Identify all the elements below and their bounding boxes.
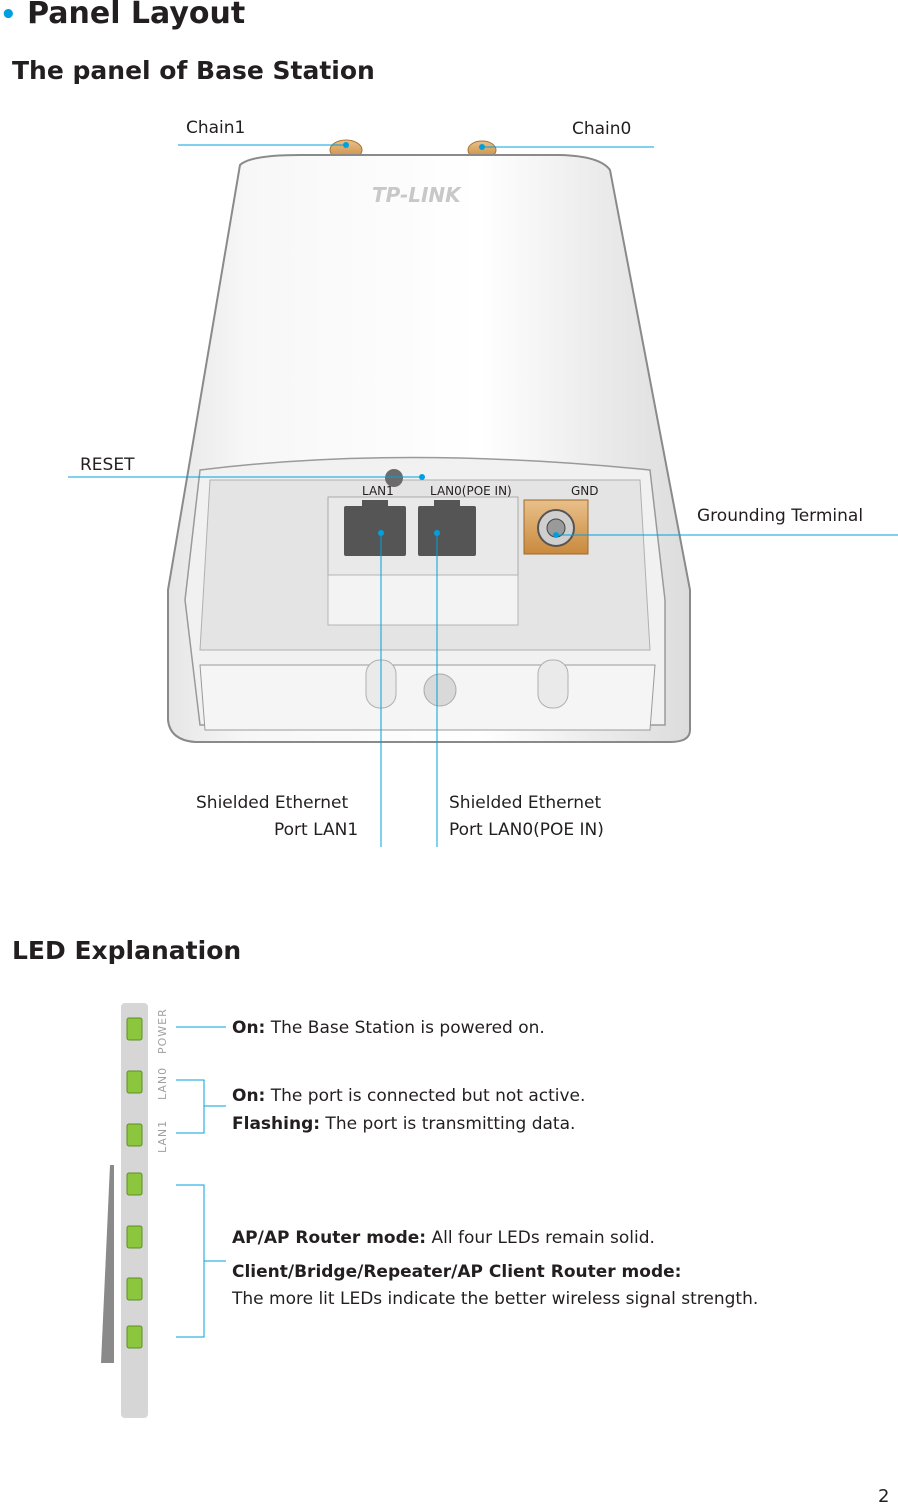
cover-slot-right [537,659,569,709]
led-lights [126,1017,143,1349]
cable-channel [327,574,519,626]
led-power [126,1017,143,1041]
callout-dots [343,142,559,538]
callout-reset: RESET [80,455,135,475]
brand-logo: TP-LINK [372,183,461,207]
led-name-power: POWER [156,1008,169,1054]
callout-chain1: Chain1 [186,118,246,138]
signal-client-label: Client/Bridge/Repeater/AP Client Router … [232,1262,682,1282]
signal-ap-label: AP/AP Router mode: [232,1228,427,1248]
led-lan0 [126,1070,143,1094]
base-station-illustration [68,139,898,847]
led-signal-ap-description: AP/AP Router mode: All four LEDs remain … [232,1228,655,1248]
lan-flash-text: The port is transmitting data. [320,1114,576,1134]
port-label-lan1: LAN1 [362,484,394,498]
led-power-description: On: The Base Station is powered on. [232,1018,545,1038]
page-title-text: Panel Layout [27,0,246,31]
power-on-label: On: [232,1018,266,1038]
led-strip-side [101,1165,114,1363]
led-signal-4 [126,1325,143,1349]
led-lan1 [126,1123,143,1147]
led-signal-3 [126,1277,143,1301]
cover-hole [423,673,457,707]
callout-lan1-line2: Port LAN1 [274,820,359,840]
led-lan-on-description: On: The port is connected but not active… [232,1086,585,1106]
ethernet-port-lan1 [344,500,406,556]
power-on-text: The Base Station is powered on. [265,1018,545,1038]
reset-hole [385,469,403,487]
ethernet-port-lan0 [418,500,476,556]
lan-on-text: The port is connected but not active. [265,1086,586,1106]
grounding-terminal [523,499,589,555]
bullet-icon: • [0,0,17,30]
callout-grounding: Grounding Terminal [697,506,864,526]
led-signal-1 [126,1172,143,1196]
callout-lan0-line2: Port LAN0(POE IN) [449,820,604,840]
led-name-lan0: LAN0 [156,1066,169,1100]
port-label-gnd: GND [571,484,599,498]
led-signal-client-label: Client/Bridge/Repeater/AP Client Router … [232,1262,681,1282]
lan-flash-label: Flashing: [232,1114,321,1134]
led-signal-2 [126,1225,143,1249]
callout-lan1-line1: Shielded Ethernet [196,793,349,813]
led-name-lan1: LAN1 [156,1119,169,1153]
callout-lan0-line1: Shielded Ethernet [449,793,602,813]
led-strip [121,1003,148,1418]
port-label-lan0: LAN0(POE IN) [430,484,512,498]
callout-lines [68,144,898,847]
panel-heading: The panel of Base Station [12,56,375,85]
page-number: 2 [878,1486,890,1507]
led-lan-flash-description: Flashing: The port is transmitting data. [232,1114,575,1134]
led-heading: LED Explanation [12,936,242,965]
led-signal-client-description: The more lit LEDs indicate the better wi… [232,1289,759,1309]
signal-ap-text: All four LEDs remain solid. [426,1228,655,1248]
lan-on-label: On: [232,1086,266,1106]
led-callout-lines [176,1026,226,1338]
callout-chain0: Chain0 [572,119,632,139]
page-title: • Panel Layout [0,0,245,31]
